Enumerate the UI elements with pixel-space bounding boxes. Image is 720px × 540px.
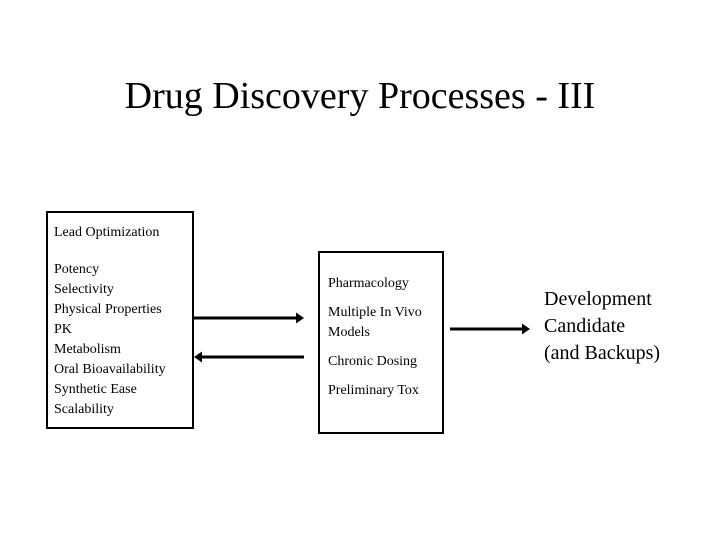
pharmacology-item-pharmacology: Pharmacology [328, 276, 409, 291]
right-arrow-icon-lead-to-pharmacology [194, 311, 304, 325]
lead-optimization-item-scalability: Scalability [54, 402, 114, 417]
lead-optimization-item-physical-properties: Physical Properties [54, 302, 162, 317]
pharmacology-box: Pharmacology Multiple In Vivo Models Chr… [318, 251, 444, 434]
lead-optimization-item-metabolism: Metabolism [54, 342, 121, 357]
lead-optimization-item-potency: Potency [54, 262, 100, 277]
lead-optimization-item-synthetic-ease: Synthetic Ease [54, 382, 137, 397]
lead-optimization-item-pk: PK [54, 322, 72, 337]
lead-optimization-item-selectivity: Selectivity [54, 282, 114, 297]
development-candidate-line-1: Development [544, 288, 652, 310]
lead-optimization-content: Lead Optimization Potency Selectivity Ph… [54, 223, 188, 420]
pharmacology-item-multiple-in-vivo-models: Multiple In Vivo Models [328, 305, 422, 340]
pharmacology-item-chronic-dosing: Chronic Dosing [328, 354, 418, 369]
left-arrow-icon-pharmacology-to-lead [194, 350, 304, 364]
lead-optimization-header: Lead Optimization [54, 225, 160, 240]
development-candidate-line-2: Candidate [544, 315, 626, 337]
development-candidate-line-3: (and Backups) [544, 342, 661, 364]
right-arrow-icon-pharmacology-to-candidate [450, 322, 530, 336]
pharmacology-item-preliminary-tox: Preliminary Tox [328, 383, 419, 398]
pharmacology-content: Pharmacology Multiple In Vivo Models Chr… [328, 274, 438, 401]
page-title: Drug Discovery Processes - III [124, 75, 596, 117]
development-candidate-label: Development Candidate (and Backups) [544, 286, 716, 367]
lead-optimization-item-oral-bioavailability: Oral Bioavailability [54, 362, 166, 377]
lead-optimization-box: Lead Optimization Potency Selectivity Ph… [46, 211, 194, 429]
